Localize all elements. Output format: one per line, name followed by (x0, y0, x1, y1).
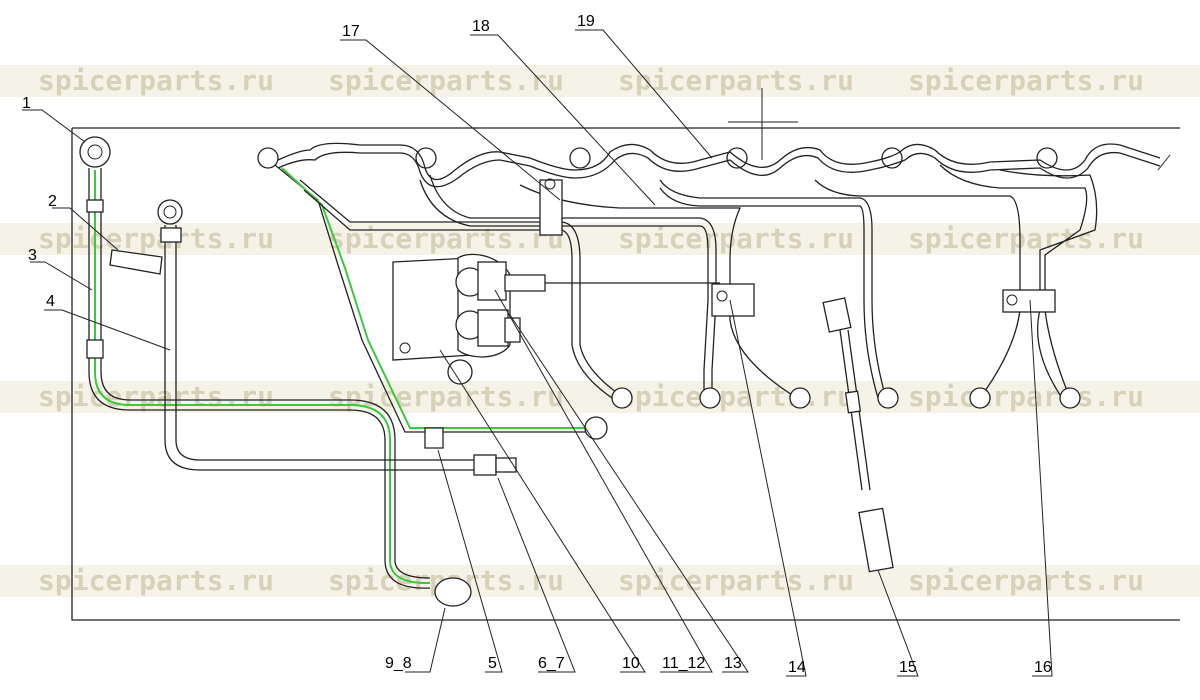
callout-6-7: 6_7 (538, 655, 565, 672)
hex-nut (157, 199, 183, 225)
callout-14: 14 (788, 659, 806, 676)
banjo-fitting (79, 136, 111, 168)
watermark-text: spicerparts.ru (328, 64, 564, 97)
watermark-text: spicerparts.ru (38, 380, 274, 413)
sleeve (109, 249, 163, 275)
return-line-assembly (79, 136, 517, 607)
watermark-text: spicerparts.ru (38, 564, 274, 597)
callout-9-8: 9_8 (385, 655, 412, 672)
watermark-text: spicerparts.ru (908, 564, 1144, 597)
watermark-text: spicerparts.ru (328, 380, 564, 413)
clamp-fitting (434, 577, 472, 607)
watermark-text: spicerparts.ru (908, 380, 1144, 413)
callout-labels: 1 2 3 4 17 18 19 9_8 5 6_7 10 11_12 13 1… (22, 13, 1052, 676)
watermark-text: spicerparts.ru (618, 64, 854, 97)
callout-4: 4 (46, 293, 55, 310)
feed-line (274, 164, 608, 449)
watermark-text: spicerparts.ru (908, 64, 1144, 97)
callout-3: 3 (28, 247, 37, 264)
watermark-text: spicerparts.ru (38, 64, 274, 97)
callout-1: 1 (22, 95, 31, 112)
outlet-fitting (447, 359, 473, 385)
callout-13: 13 (724, 655, 742, 672)
callout-2: 2 (48, 193, 57, 210)
callout-5: 5 (488, 655, 497, 672)
callout-18: 18 (472, 18, 490, 35)
watermark-layer: spicerparts.ru spicerparts.ru spicerpart… (0, 64, 1200, 597)
drawing-frame (71, 127, 1180, 621)
callout-15: 15 (899, 659, 917, 676)
sensor-harness (822, 297, 894, 573)
callout-10: 10 (622, 655, 640, 672)
leader-lines (22, 29, 1053, 677)
banjo-fitting (584, 416, 608, 440)
watermark-text: spicerparts.ru (618, 564, 854, 597)
watermark-text: spicerparts.ru (618, 222, 854, 255)
watermark-text: spicerparts.ru (908, 222, 1144, 255)
watermark-text: spicerparts.ru (38, 222, 274, 255)
callout-16: 16 (1034, 659, 1052, 676)
pipe-clamp (539, 179, 563, 236)
pipe-clamp (1002, 289, 1056, 313)
watermark-text: spicerparts.ru (328, 222, 564, 255)
callout-19: 19 (577, 13, 595, 30)
center-mark (728, 88, 798, 160)
callout-11-12: 11_12 (662, 655, 705, 672)
callout-17: 17 (342, 23, 360, 40)
injector-rail (257, 142, 1171, 409)
watermark-text: spicerparts.ru (618, 380, 854, 413)
fuel-pump (392, 253, 720, 385)
